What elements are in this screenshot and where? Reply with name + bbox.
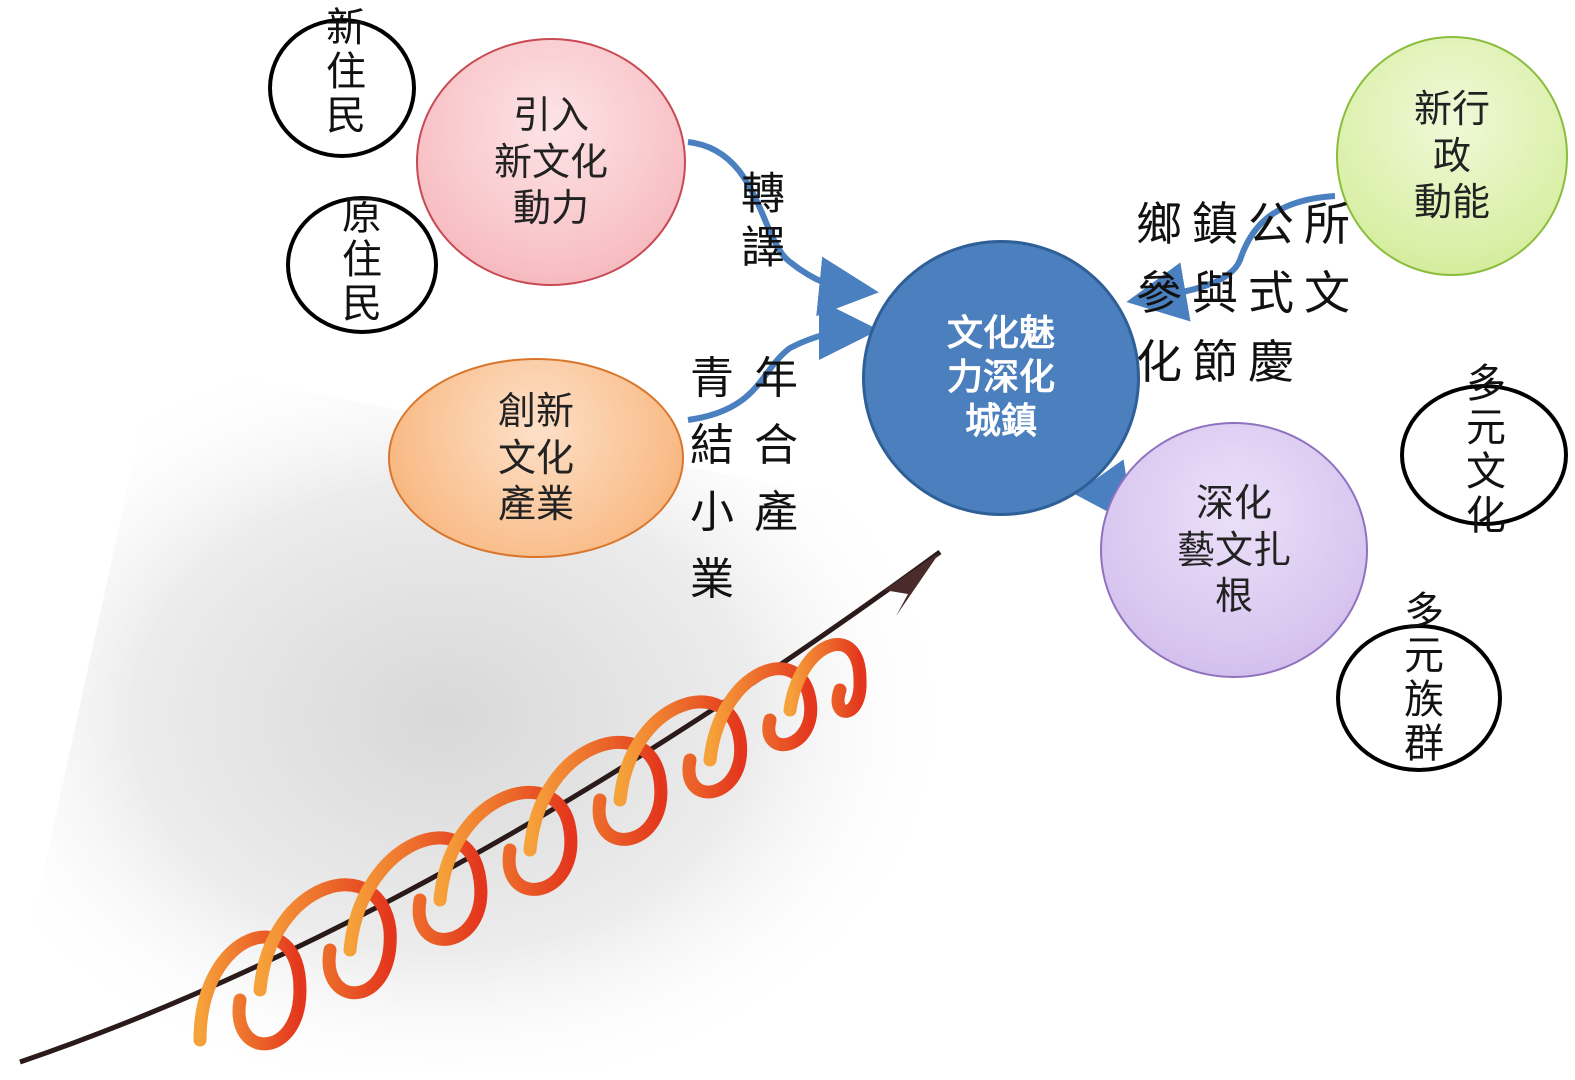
node-center-line-2: 力深化 bbox=[946, 357, 1055, 399]
connector-arrows bbox=[687, 139, 1336, 526]
node-new-admin-energy-line-2: 政 bbox=[1432, 133, 1471, 178]
node-creative-industry-line-1: 創新 bbox=[497, 389, 574, 434]
node-intro-new-culture-line-2: 新文化 bbox=[493, 139, 608, 184]
node-center-line-1: 文化魅 bbox=[946, 313, 1055, 355]
label-youth-line-3: 小產 bbox=[690, 486, 818, 538]
node-new-admin-energy-label: 新行 政 動能 bbox=[1414, 86, 1490, 225]
node-creative-industry-label: 創新 文化 產業 bbox=[498, 388, 574, 527]
label-youth-line-1: 青年 bbox=[690, 353, 818, 404]
label-township-line-1: 鄉鎮公所 bbox=[1136, 197, 1360, 251]
label-youth-line-4: 業 bbox=[690, 553, 754, 605]
node-deepen-arts-line-2: 藝文扎 bbox=[1176, 527, 1291, 572]
node-intro-new-culture-line-1: 引入 bbox=[512, 93, 589, 138]
spiral-background-card bbox=[20, 362, 960, 1072]
node-deepen-arts: 深化 藝文扎 根 bbox=[1100, 422, 1368, 678]
ring-multi-culture bbox=[1400, 384, 1568, 526]
node-new-admin-energy-line-3: 動能 bbox=[1413, 180, 1490, 225]
label-township-festival: 鄉鎮公所 參與式文 化節慶 bbox=[1136, 190, 1360, 397]
arrow-admin-to-text bbox=[1126, 193, 1336, 322]
label-multi-ethnic: 多元族群 bbox=[1397, 590, 1443, 766]
label-youth-line-2: 結合 bbox=[690, 419, 818, 471]
arrow-intro-to-center bbox=[687, 139, 879, 317]
node-center: 文化魅 力深化 城鎮 bbox=[862, 240, 1140, 516]
node-deepen-arts-line-1: 深化 bbox=[1195, 481, 1272, 526]
node-intro-new-culture-line-3: 動力 bbox=[512, 186, 589, 231]
node-intro-new-culture: 引入 新文化 動力 bbox=[416, 38, 686, 286]
ring-multi-ethnic bbox=[1336, 624, 1502, 772]
node-center-label: 文化魅 力深化 城鎮 bbox=[947, 312, 1055, 444]
node-deepen-arts-label: 深化 藝文扎 根 bbox=[1177, 480, 1291, 619]
spiral-coils bbox=[193, 638, 867, 1051]
ring-original-residents bbox=[286, 196, 438, 334]
spiral-illustration bbox=[19, 362, 960, 1072]
label-multi-culture: 多元文化 bbox=[1459, 362, 1505, 538]
label-translate: 轉譯 bbox=[733, 170, 784, 278]
spiral-arrowhead bbox=[884, 552, 940, 616]
node-deepen-arts-line-3: 根 bbox=[1214, 574, 1253, 619]
node-center-line-3: 城鎮 bbox=[964, 400, 1037, 442]
node-intro-new-culture-label: 引入 新文化 動力 bbox=[494, 92, 608, 231]
node-creative-industry: 創新 文化 產業 bbox=[388, 358, 684, 558]
ring-new-residents bbox=[268, 18, 416, 158]
node-new-admin-energy-line-1: 新行 bbox=[1413, 87, 1490, 132]
label-new-residents: 新住民 bbox=[319, 6, 365, 138]
label-township-line-2: 參與式文 bbox=[1136, 266, 1360, 320]
label-township-line-3: 化節慶 bbox=[1136, 335, 1304, 389]
node-new-admin-energy: 新行 政 動能 bbox=[1336, 36, 1568, 276]
label-original-residents: 原住民 bbox=[335, 194, 381, 326]
node-creative-industry-line-3: 產業 bbox=[497, 482, 574, 527]
node-creative-industry-line-2: 文化 bbox=[497, 435, 574, 480]
arrow-industry-to-center bbox=[687, 300, 879, 423]
label-youth-small-industry: 青年 結合 小產 業 bbox=[690, 346, 818, 614]
